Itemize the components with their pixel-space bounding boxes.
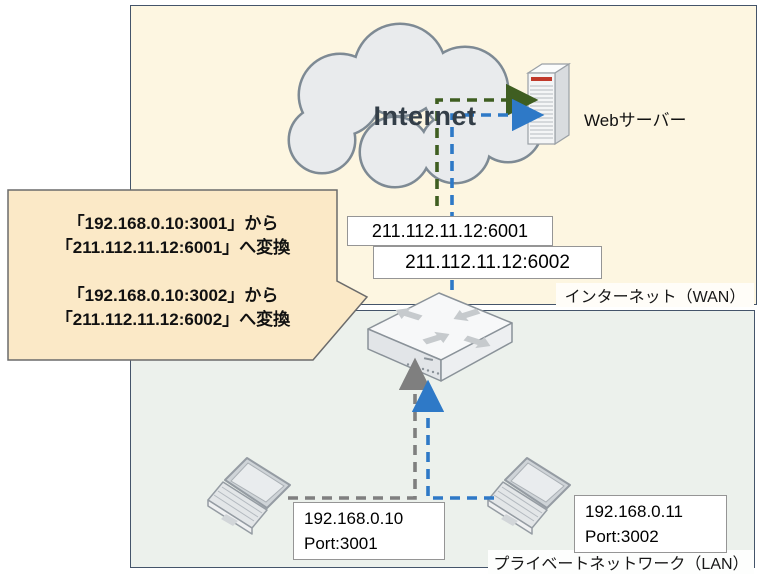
pc1-ip: 192.168.0.10 xyxy=(304,509,404,528)
router-icon xyxy=(367,292,513,382)
pc2-ip: 192.168.0.11 xyxy=(585,502,683,521)
laptop-icon-pc1 xyxy=(207,457,291,535)
pc2-port: Port:3002 xyxy=(585,527,659,546)
nat-rule2-from: 「192.168.0.10:3002」から xyxy=(67,286,279,305)
pc2-address-box: 192.168.0.11 Port:3002 xyxy=(574,495,727,553)
nat-rule2-to: 「211.112.11.12:6002」へ変換 xyxy=(55,310,291,329)
nat-rule1-to: 「211.112.11.12:6001」へ変換 xyxy=(55,238,291,257)
nat-address-box-1: 211.112.11.12:6001 xyxy=(347,216,553,246)
lan-zone-label: プライベートネットワーク（LAN） xyxy=(488,550,754,574)
nat-flow1-arrow xyxy=(435,83,539,206)
nat-callout-text: 「192.168.0.10:3001」から 「211.112.11.12:600… xyxy=(8,190,338,332)
wan-zone-label: インターネット（WAN） xyxy=(556,283,754,307)
internet-label: Internet xyxy=(373,101,477,131)
lan-link-pc2-arrow xyxy=(411,379,494,500)
laptop-icon-pc2 xyxy=(487,457,571,535)
web-server-icon xyxy=(525,62,572,146)
nat-rule1-from: 「192.168.0.10:3001」から xyxy=(67,214,279,233)
lan-link-pc1-arrow xyxy=(288,357,432,500)
nat-address-box-2: 211.112.11.12:6002 xyxy=(373,246,602,279)
pc1-port: Port:3001 xyxy=(304,534,378,553)
web-server-label: Webサーバー xyxy=(584,111,687,130)
pc1-address-box: 192.168.0.10 Port:3001 xyxy=(293,502,445,560)
nat-callout-bubble xyxy=(7,189,369,361)
